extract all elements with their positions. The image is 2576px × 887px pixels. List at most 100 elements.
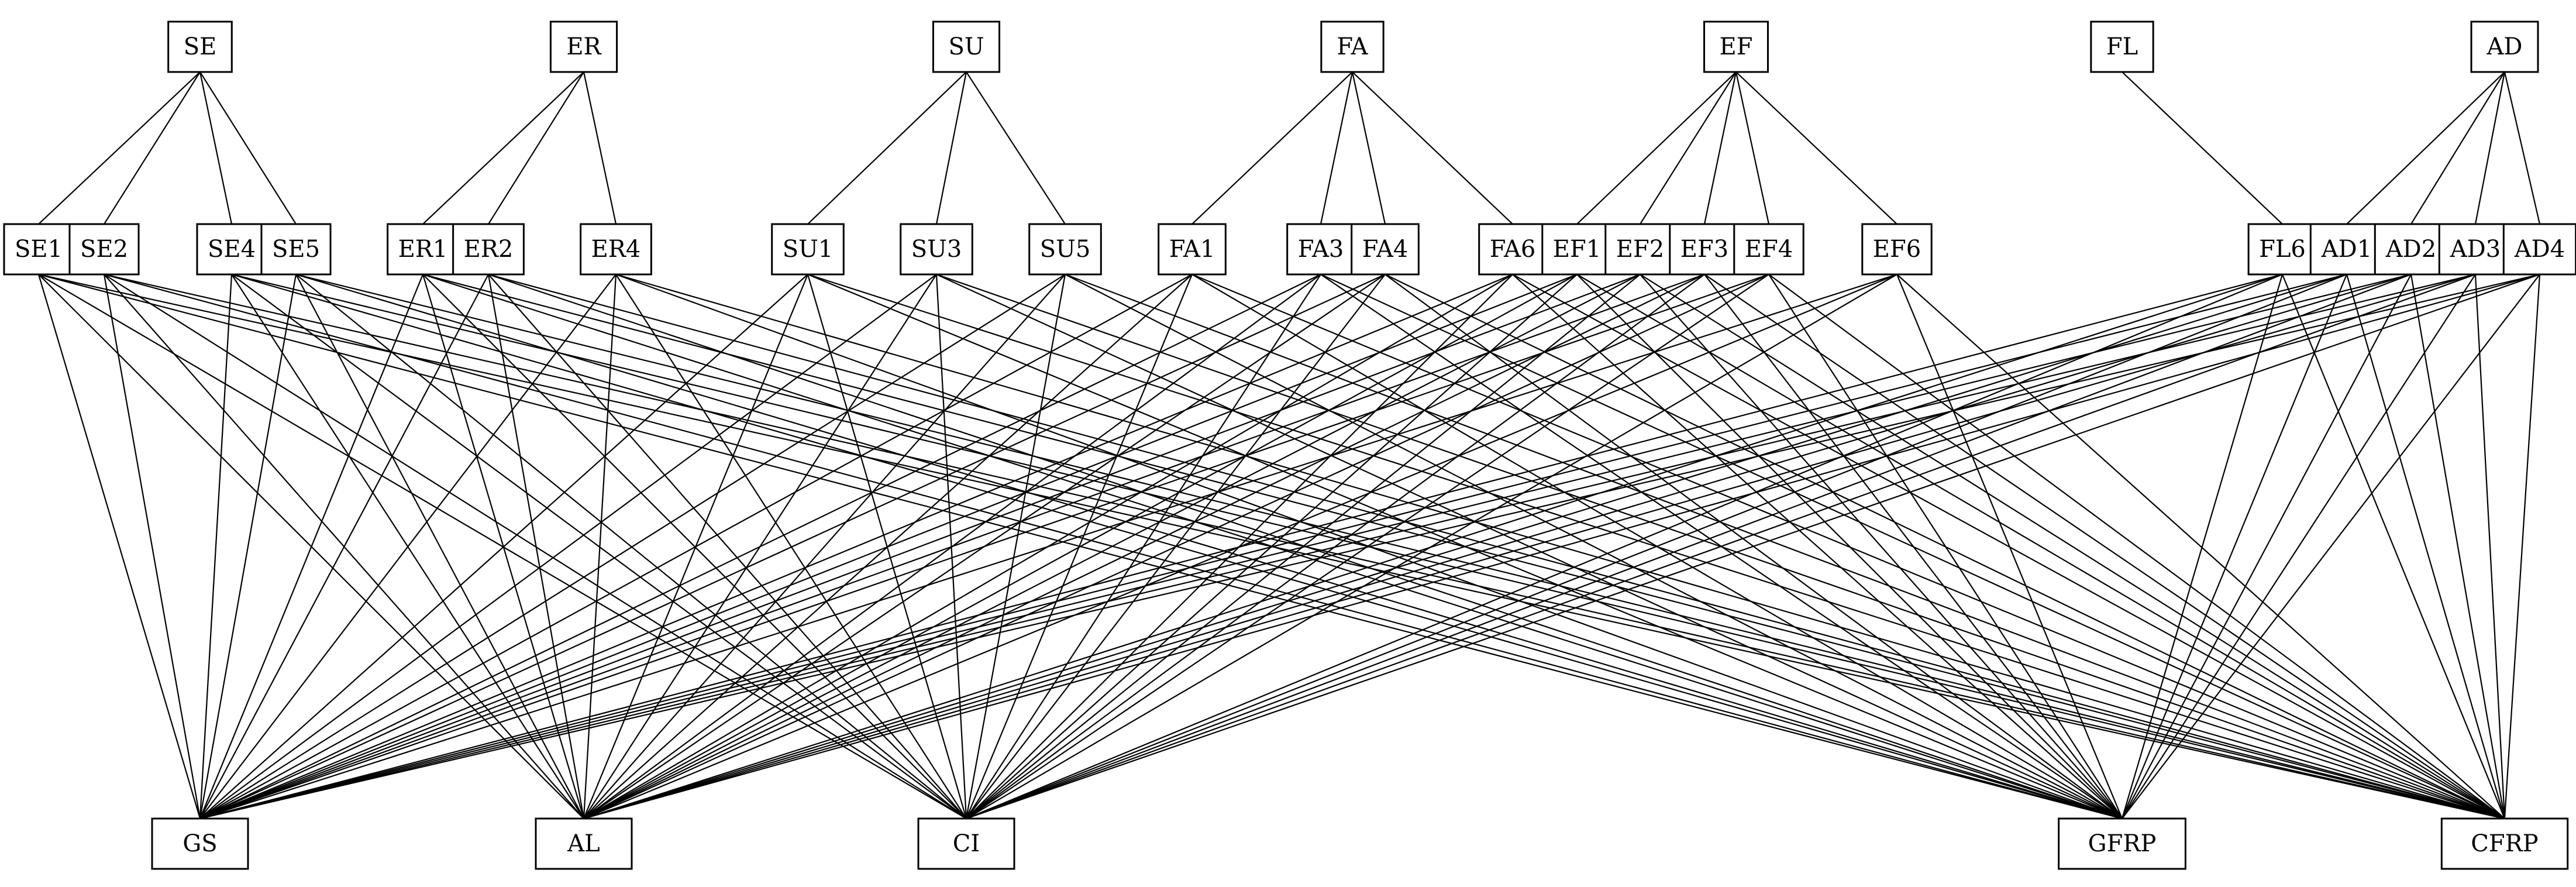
edge-ef-ef2	[1640, 71, 1737, 225]
edge-se-se2	[104, 71, 201, 225]
edge-ad4-ci	[966, 273, 2540, 820]
edge-ad1-gs	[199, 273, 2347, 820]
node-box-fa3	[1286, 223, 1355, 276]
node-ci: CI	[917, 817, 1015, 870]
node-label-su3: SU3	[911, 236, 962, 263]
edge-er2-gs	[199, 274, 489, 819]
edge-er-er2	[488, 71, 584, 225]
edge-su5-ci	[965, 274, 1066, 819]
node-ef2: EF2	[1604, 223, 1676, 276]
edge-se4-ci	[231, 274, 967, 819]
node-label-ad1: AD1	[2321, 236, 2372, 263]
edge-se5-cfrp	[295, 273, 2505, 820]
edge-ef-ef3	[1703, 71, 1737, 225]
node-box-ef2	[1604, 223, 1676, 276]
edge-layer	[37, 71, 2541, 820]
node-label-ef1: EF1	[1553, 236, 1601, 263]
edge-er4-gs	[199, 274, 617, 819]
edge-ef-ef1	[1576, 71, 1737, 225]
node-su3: SU3	[900, 223, 973, 276]
edge-ad4-al	[583, 273, 2540, 820]
node-label-ef3: EF3	[1680, 236, 1728, 263]
node-fl6: FL6	[2247, 223, 2317, 276]
edge-se5-gfrp	[295, 273, 2123, 820]
edge-ad4-gfrp	[2122, 274, 2540, 819]
edge-ef1-al	[583, 274, 1578, 819]
edge-er1-gs	[199, 274, 424, 819]
node-se2: SE2	[68, 223, 140, 276]
edge-er-er1	[422, 71, 584, 225]
node-label-fl6: FL6	[2259, 236, 2306, 263]
edge-fa4-gs	[199, 274, 1386, 819]
node-ef1: EF1	[1541, 223, 1613, 276]
edge-ef3-gs	[199, 273, 1705, 820]
edge-ad-ad2	[2410, 71, 2505, 225]
node-ef3: EF3	[1669, 223, 1740, 276]
node-se4: SE4	[196, 223, 267, 276]
edge-fa3-gs	[199, 274, 1321, 819]
edge-fa6-gs	[199, 273, 1513, 820]
edge-ad1-al	[583, 273, 2347, 820]
node-label-ef6: EF6	[1873, 236, 1921, 263]
node-label-gs: GS	[182, 830, 217, 857]
node-box-su1	[771, 223, 845, 276]
edge-ad2-al	[583, 273, 2412, 820]
node-label-fa6: FA6	[1490, 236, 1536, 263]
edge-ef-ef4	[1735, 71, 1770, 225]
node-ad: AD	[2470, 20, 2539, 73]
node-label-fa4: FA4	[1362, 236, 1408, 263]
edge-se-se1	[38, 71, 201, 225]
node-label-se4: SE4	[208, 236, 256, 263]
edge-ef1-gs	[199, 273, 1578, 820]
node-box-fa1	[1158, 223, 1227, 276]
edge-ef4-gs	[199, 273, 1769, 820]
node-label-ci: CI	[953, 830, 980, 857]
node-label-su: SU	[948, 33, 984, 60]
edge-ef3-cfrp	[1704, 274, 2505, 819]
node-label-fa1: FA1	[1169, 236, 1215, 263]
node-label-su5: SU5	[1040, 236, 1091, 263]
edge-ad3-cfrp	[2474, 274, 2506, 819]
node-fa6: FA6	[1478, 223, 1547, 276]
edge-ef4-al	[583, 274, 1769, 819]
node-se: SE	[167, 20, 233, 73]
edge-er-er4	[583, 71, 617, 225]
edge-se4-gs	[199, 274, 233, 819]
node-su1: SU1	[771, 223, 845, 276]
edge-ad1-gfrp	[2121, 274, 2348, 819]
node-label-ef4: EF4	[1745, 236, 1793, 263]
node-label-se: SE	[184, 33, 217, 60]
edge-su5-al	[583, 274, 1066, 819]
edge-ad3-gs	[199, 273, 2476, 820]
node-box-ef3	[1669, 223, 1740, 276]
node-box-cfrp	[2440, 817, 2569, 870]
node-box-er2	[452, 223, 525, 276]
node-label-er1: ER1	[398, 236, 448, 263]
node-box-fl	[2090, 20, 2154, 73]
node-box-se	[167, 20, 233, 73]
edge-fl6-gs	[199, 273, 2283, 820]
node-label-cfrp: CFRP	[2471, 830, 2538, 857]
node-se5: SE5	[260, 223, 332, 276]
edge-fl6-cfrp	[2281, 274, 2506, 819]
edge-su5-gs	[199, 274, 1066, 819]
edge-ef3-gfrp	[1704, 274, 2123, 819]
node-box-su	[932, 20, 1001, 73]
edge-se5-gs	[199, 274, 297, 819]
edge-ef3-al	[583, 274, 1705, 819]
edge-su-su5	[966, 71, 1066, 225]
edge-ad3-ci	[966, 273, 2476, 820]
node-box-se4	[196, 223, 267, 276]
node-label-ef: EF	[1720, 33, 1753, 60]
node-su5: SU5	[1028, 223, 1102, 276]
edge-ef2-cfrp	[1640, 274, 2505, 819]
edge-ef2-al	[583, 274, 1641, 819]
edge-ad3-gfrp	[2122, 274, 2476, 819]
node-fl: FL	[2090, 20, 2154, 73]
edge-ef2-gfrp	[1640, 274, 2123, 819]
node-label-se2: SE2	[80, 236, 128, 263]
node-box-ad4	[2502, 223, 2576, 276]
node-label-al: AL	[567, 830, 600, 857]
node-ef4: EF4	[1733, 223, 1804, 276]
